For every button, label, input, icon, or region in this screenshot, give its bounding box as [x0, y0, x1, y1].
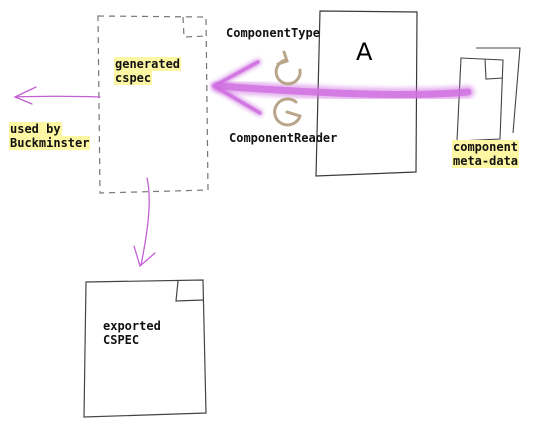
reader-box-letter: A [356, 38, 373, 66]
used-by-line1: used by [9, 122, 62, 136]
type-cycle-icon [274, 50, 302, 86]
main-arrow [211, 59, 475, 116]
generated-cspec-label: generated cspec [114, 57, 182, 85]
reader-cycle-icon [273, 97, 302, 127]
metadata-label: component meta-data [452, 140, 520, 168]
used-by-line2: Buckminster [9, 136, 91, 150]
component-reader-label: ComponentReader [229, 131, 338, 145]
generated-label-line1: generated [114, 57, 182, 71]
metadata-document [456, 47, 521, 142]
used-by-arrow [13, 86, 101, 105]
used-by-label: used by Buckminster [9, 122, 91, 150]
component-reader-box [315, 10, 418, 177]
exported-line1: exported [103, 319, 161, 333]
generated-label-line2: cspec [114, 71, 153, 85]
exported-line2: CSPEC [103, 333, 140, 347]
export-arrow [133, 177, 156, 268]
exported-cspec-label: exported CSPEC [103, 319, 161, 347]
metadata-line2: meta-data [452, 154, 520, 168]
component-type-label: ComponentType [226, 26, 320, 40]
metadata-line1: component [452, 140, 520, 154]
exported-cspec-document [83, 279, 207, 418]
generated-cspec-box [97, 15, 209, 194]
